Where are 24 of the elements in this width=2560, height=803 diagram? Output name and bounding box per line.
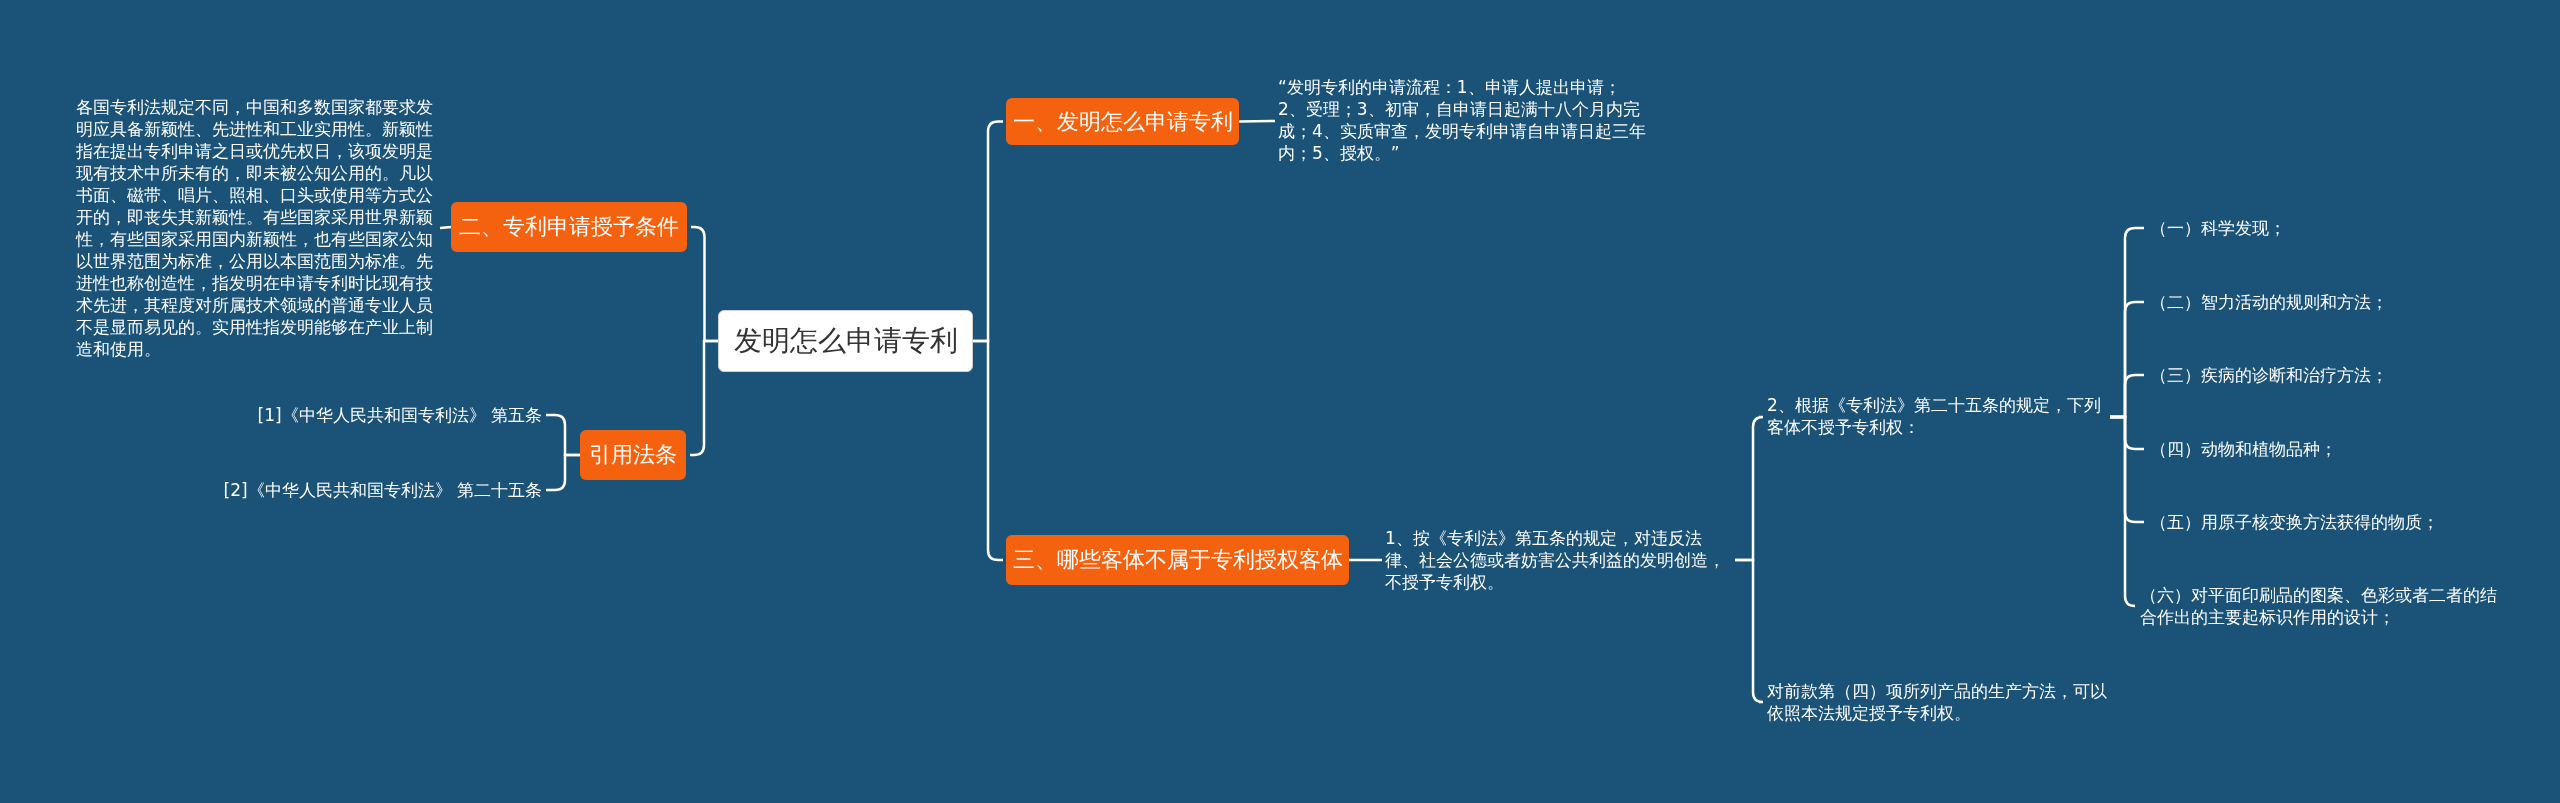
branch-topic-box: 一、发明怎么申请专利 (1006, 98, 1239, 145)
connector-line (1349, 558, 1382, 562)
subtopic-text: [1]《中华人民共和国专利法》 第五条 (238, 404, 542, 426)
subtopic-text: 对前款第（四）项所列产品的生产方法，可以依照本法规定授予专利权。 (1767, 680, 2117, 724)
connector-line (1735, 558, 1765, 704)
subtopic-text: （五）用原子核变换方法获得的物质； (2150, 511, 2550, 533)
subtopic-text: （一）科学发现； (2150, 217, 2550, 239)
subtopic-text: [2]《中华人民共和国专利法》 第二十五条 (200, 479, 542, 501)
subtopic-text: 各国专利法规定不同，中国和多数国家都要求发明应具备新颖性、先进性和工业实用性。新颖性指在提出专利申请之日或优先权日，该项发明是现有技术中所未有的，即未被公知公用的。凡以书面、磁带、唱片、照相、口头或使用等方式公开的，即丧失其新颖性。有些国家采用世界新颖性，有些国家采用国内新颖性，也有些国家公知以世界范围为标准，公用以本国范围为标准。先进性也称创造性，指发明在申请专利时比现有技术先进，其程度对所属技术领域的普通专业人员不是显而易见的。实用性指发明能够在产业上制造和使用。 (76, 96, 436, 360)
subtopic-text: 1、按《专利法》第五条的规定，对违反法律、社会公德或者妨害公共利益的发明创造，不授予专利权。 (1385, 527, 1735, 593)
branch-topic-box: 三、哪些客体不属于专利授权客体 (1006, 535, 1349, 585)
connector-line (2110, 415, 2137, 608)
subtopic-text: （六）对平面印刷品的图案、色彩或者二者的结合作出的主要起标识作用的设计； (2140, 584, 2500, 628)
subtopic-text: “发明专利的申请流程：1、申请人提出申请；2、受理；3、初审，自申请日起满十八个月内完成；4、实质审查，发明专利申请自申请日起三年内；5、授权。” (1278, 76, 1648, 164)
branch-topic-box: 引用法条 (580, 430, 686, 480)
subtopic-text: （三）疾病的诊断和治疗方法； (2150, 364, 2550, 386)
central-topic-box: 发明怎么申请专利 (718, 310, 973, 372)
connector-line (439, 225, 452, 230)
subtopic-text: （四）动物和植物品种； (2150, 438, 2550, 460)
branch-topic-box: 二、专利申请授予条件 (451, 202, 687, 252)
subtopic-text: 2、根据《专利法》第二十五条的规定，下列客体不授予专利权： (1767, 394, 2107, 438)
connector-line (1239, 119, 1275, 123)
connector-line (546, 453, 580, 492)
subtopic-text: （二）智力活动的规则和方法； (2150, 291, 2550, 313)
